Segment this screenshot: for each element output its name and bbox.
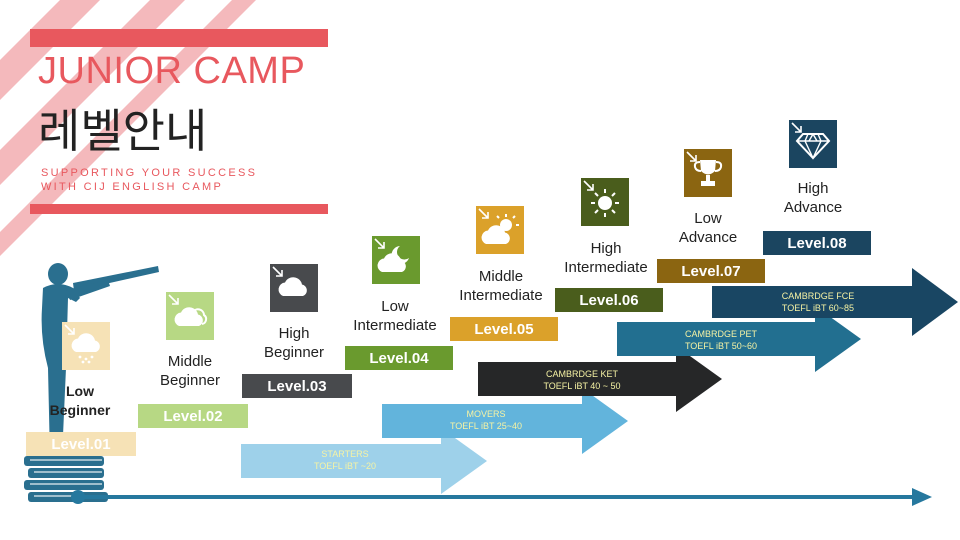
arrow-cambridge-ket-label: CAMBRDGE KET TOEFL iBT 40 ~ 50 — [543, 368, 620, 392]
level-02-name-line-1: Middle — [167, 353, 213, 370]
arrow-ket-line-2: TOEFL iBT 40 ~ 50 — [543, 381, 621, 391]
cloud-rain-icon — [71, 333, 100, 364]
arrow-starters — [241, 428, 487, 494]
level-07-badge: Level.07 — [657, 259, 765, 283]
level-01-name: Low Beginner — [50, 382, 111, 420]
level-03-name-line-2: Beginner — [263, 344, 325, 361]
corner-arrow-icon — [374, 238, 385, 249]
timeline-axis — [80, 495, 918, 499]
arrow-cambridge-fce — [712, 268, 958, 336]
cloud-moon-icon — [377, 246, 409, 272]
level-04-badge: Level.04 — [345, 346, 453, 370]
level-01-badge: Level.01 — [26, 432, 136, 456]
level-08-icon-tile — [789, 120, 837, 168]
cloud-icon — [278, 277, 307, 296]
level-03-badge: Level.03 — [242, 374, 352, 398]
arrow-pet-line-2: TOEFL iBT 50~60 — [684, 341, 758, 351]
level-05-icon-tile — [476, 206, 524, 254]
timeline-start-dot — [71, 490, 85, 504]
level-04-name-line-2: Intermediate — [353, 317, 437, 334]
arrow-movers-label: MOVERS TOEFL iBT 25~40 — [450, 408, 522, 432]
arrow-cambridge-fce-label: CAMBRDGE FCE TOEFL iBT 60~85 — [782, 290, 855, 314]
level-03-name: High Beginner — [264, 324, 324, 362]
level-06-name-line-2: Intermediate — [564, 259, 648, 276]
arrow-movers-line-1: MOVERS — [466, 409, 506, 419]
level-01-name-line-2: Beginner — [49, 402, 111, 418]
arrow-starters-line-2: TOEFL iBT ~20 — [313, 461, 377, 471]
arrow-cambridge-pet — [617, 306, 861, 372]
arrow-cambridge-pet-label: CAMBRDGE PET TOEFL iBT 50~60 — [685, 328, 757, 352]
level-04-name: Low Intermediate — [353, 297, 436, 335]
arrow-starters-label: STARTERS TOEFL iBT ~20 — [314, 448, 376, 472]
level-07-name-line-2: Advance — [678, 229, 738, 246]
arrow-ket-line-1: CAMBRDGE KET — [545, 369, 618, 379]
level-07-icon-tile — [684, 149, 732, 197]
level-07-name: Low Advance — [679, 209, 737, 247]
subtitle-line-1: SUPPORTING YOUR SUCCESS — [41, 167, 258, 179]
level-06-badge: Level.06 — [555, 288, 663, 312]
sun-icon — [591, 189, 619, 217]
arrow-movers — [382, 388, 628, 454]
level-05-name: Middle Intermediate — [459, 267, 542, 305]
page-title: JUNIOR CAMP — [38, 50, 306, 92]
level-02-name-line-2: Beginner — [159, 372, 221, 389]
arrow-fce-line-2: TOEFL iBT 60~85 — [781, 303, 855, 313]
level-08-name: High Advance — [784, 179, 842, 217]
level-01-name-line-1: Low — [66, 383, 94, 399]
level-02-icon-tile — [166, 292, 214, 340]
level-02-badge: Level.02 — [138, 404, 248, 428]
level-06-name: High Intermediate — [564, 239, 647, 277]
level-08-name-line-2: Advance — [783, 199, 843, 216]
arrow-movers-line-2: TOEFL iBT 25~40 — [449, 421, 523, 431]
level-04-icon-tile — [372, 236, 420, 284]
corner-arrow-icon — [64, 324, 75, 335]
corner-arrow-icon — [478, 208, 489, 219]
level-07-name-line-1: Low — [694, 210, 722, 227]
arrow-starters-line-1: STARTERS — [321, 449, 369, 459]
arrow-fce-line-1: CAMBRDGE FCE — [781, 291, 855, 301]
level-06-icon-tile — [581, 178, 629, 226]
diamond-icon — [795, 133, 831, 160]
corner-arrow-icon — [583, 180, 594, 191]
level-03-icon-tile — [270, 264, 318, 312]
level-01-icon-tile — [62, 322, 110, 370]
header-top-bar — [30, 29, 328, 47]
trophy-icon — [693, 160, 723, 186]
arrow-cambridge-ket — [478, 346, 722, 412]
subtitle-line-2: WITH CIJ ENGLISH CAMP — [41, 181, 224, 193]
timeline-arrowhead — [912, 488, 932, 506]
level-08-badge: Level.08 — [763, 231, 871, 255]
level-05-name-line-2: Intermediate — [459, 287, 543, 304]
person-telescope-silhouette — [24, 263, 159, 502]
corner-arrow-icon — [791, 122, 802, 133]
level-08-name-line-1: High — [797, 180, 829, 197]
level-03-name-line-1: High — [278, 325, 310, 342]
header-bottom-bar — [30, 204, 328, 214]
cloud-icon — [174, 307, 208, 326]
cloud-sun-icon — [481, 214, 519, 244]
corner-arrow-icon — [272, 266, 283, 277]
corner-arrow-icon — [168, 294, 179, 305]
page-title-korean: 레벨안내 — [38, 104, 208, 158]
page-subtitle: SUPPORTING YOUR SUCCESS WITH CIJ ENGLISH… — [41, 166, 257, 194]
level-05-name-line-1: Middle — [478, 268, 524, 285]
arrow-pet-line-1: CAMBRDGE PET — [684, 329, 757, 339]
level-06-name-line-1: High — [590, 240, 622, 257]
corner-arrow-icon — [686, 151, 697, 162]
level-04-name-line-1: Low — [381, 298, 409, 315]
level-05-badge: Level.05 — [450, 317, 558, 341]
level-02-name: Middle Beginner — [160, 352, 220, 390]
